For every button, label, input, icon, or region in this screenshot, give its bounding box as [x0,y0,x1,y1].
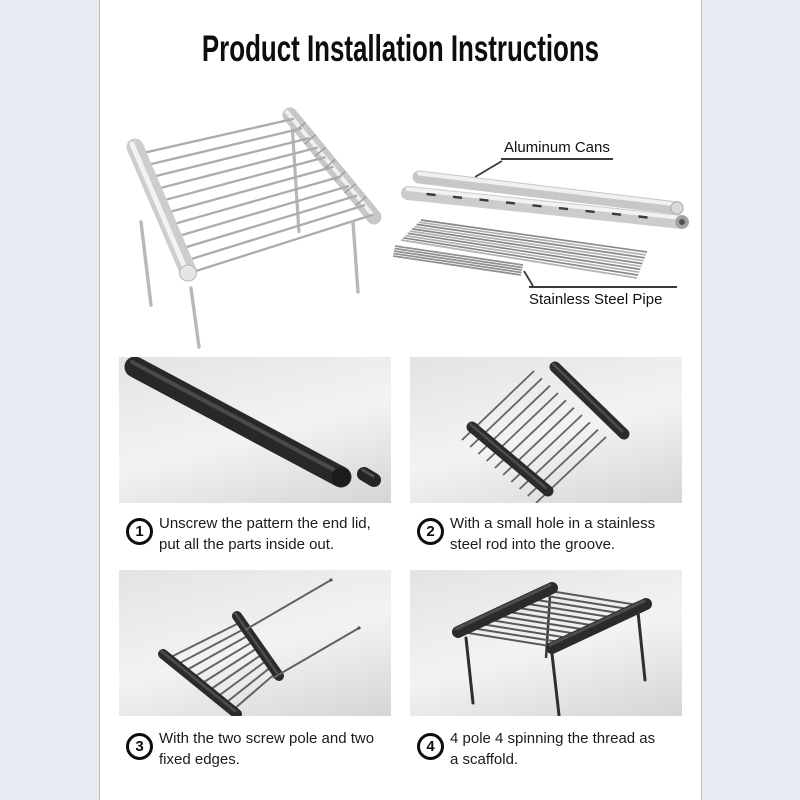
step-2-text: With a small hole in a stainless steel r… [450,515,656,553]
parts-diagram: Aluminum Cans Stainless Steel Pipe [391,130,701,315]
grate-with-screw-poles-icon [158,578,361,716]
step-4-text: 4 pole 4 spinning the thread as a scaffo… [450,730,656,768]
assembled-grill-icon [126,107,382,349]
step-1-panel [119,357,391,503]
step-3-number-badge: 3 [126,733,153,760]
step-2-number-badge: 2 [417,518,444,545]
aluminum-cans-label: Aluminum Cans [501,139,613,160]
step-2-panel [410,357,682,503]
instruction-card: Product Installation Instructions [99,0,702,800]
stainless-steel-pipe-label: Stainless Steel Pipe [529,286,677,308]
rods-into-groove-icon [461,361,630,503]
step-4-number-badge: 4 [417,733,444,760]
step-3-text: With the two screw pole and two fixed ed… [159,730,375,768]
tube-with-end-cap-icon [124,357,381,488]
assembled-grill-illustration [116,103,401,353]
step-3-panel [119,570,391,716]
step-4-panel [410,570,682,716]
assembled-scaffold-icon [452,582,652,716]
page-title: Product Installation Instructions [201,28,600,69]
step-1-text: Unscrew the pattern the end lid, put all… [159,515,371,553]
step-1-number-badge: 1 [126,518,153,545]
parts-illustration-icon [392,160,689,287]
